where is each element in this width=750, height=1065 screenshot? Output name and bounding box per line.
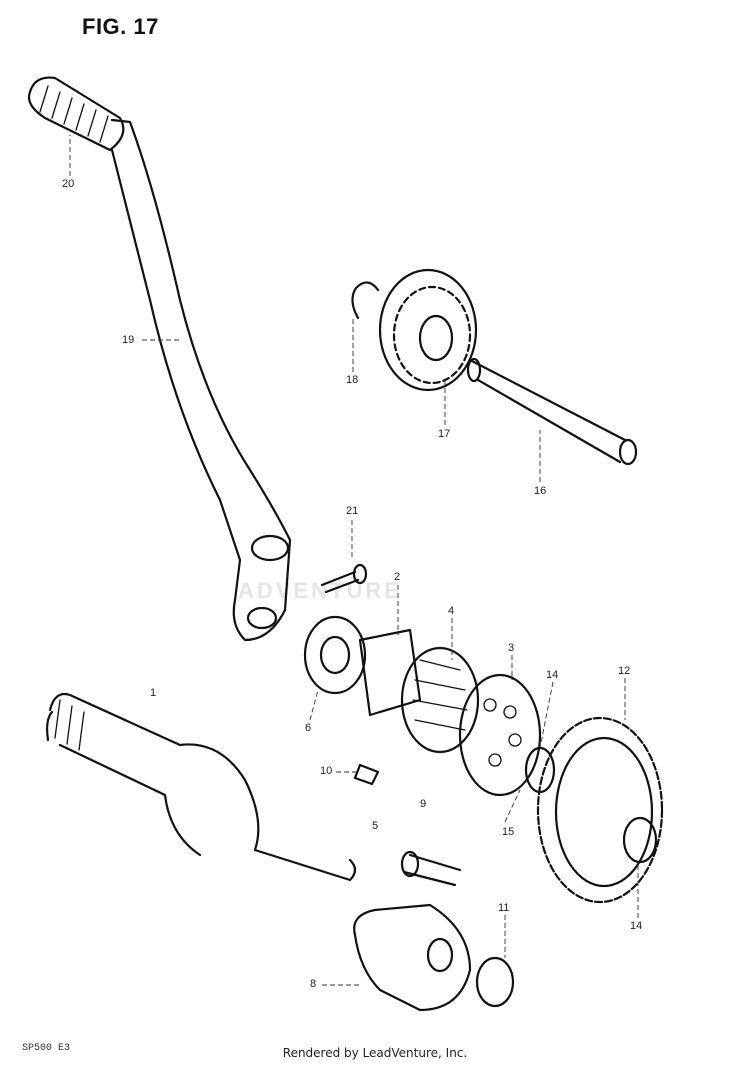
callout-11: 11 [498,902,510,914]
kick-idle-shaft [466,357,638,466]
kick-stopper-plate [353,903,472,1012]
stopper-bolt [400,850,462,887]
figure-title: FIG. 17 [82,14,159,39]
kick-starter-shaft [46,692,357,882]
callout-10: 10 [320,765,333,777]
lever-bolt [320,563,368,594]
callout-20: 20 [62,178,75,190]
callout-9: 9 [420,798,427,810]
callout-21: 21 [346,505,359,517]
leadventure-watermark: ADVENTURE [238,578,402,603]
kick-pedal-grip [27,76,125,152]
callout-4: 4 [448,605,455,617]
kick-gear-plate [458,673,542,797]
kick-idle-gear [378,268,478,392]
callout-2: 2 [394,571,401,583]
kick-driven-gear [536,716,664,904]
circlip [351,281,380,320]
callout-15: 15 [502,826,515,838]
callout-17: 17 [438,428,451,440]
pin [353,763,380,786]
callout-12: 12 [618,665,631,677]
callout-18: 18 [346,374,359,386]
callout-16: 16 [534,485,547,497]
rendered-by-credit: Rendered by LeadVenture, Inc. [282,1046,468,1060]
callout-3: 3 [508,642,515,654]
kick-ratchet [358,628,422,717]
kick-spring [400,646,480,754]
callout-14: 14 [546,669,559,681]
callout-5: 5 [372,820,379,832]
leader-lines [69,135,639,986]
kick-spring-guide [303,615,367,695]
callout-8: 8 [310,978,317,990]
diagram-code: SP500 E3 [22,1043,71,1054]
kick-starter-lever [110,118,292,642]
callout-6: 6 [305,722,312,734]
callout-19: 19 [122,334,135,346]
washer-small [475,956,515,1008]
callout-14b: 14 [630,920,643,932]
callout-1: 1 [150,687,157,699]
